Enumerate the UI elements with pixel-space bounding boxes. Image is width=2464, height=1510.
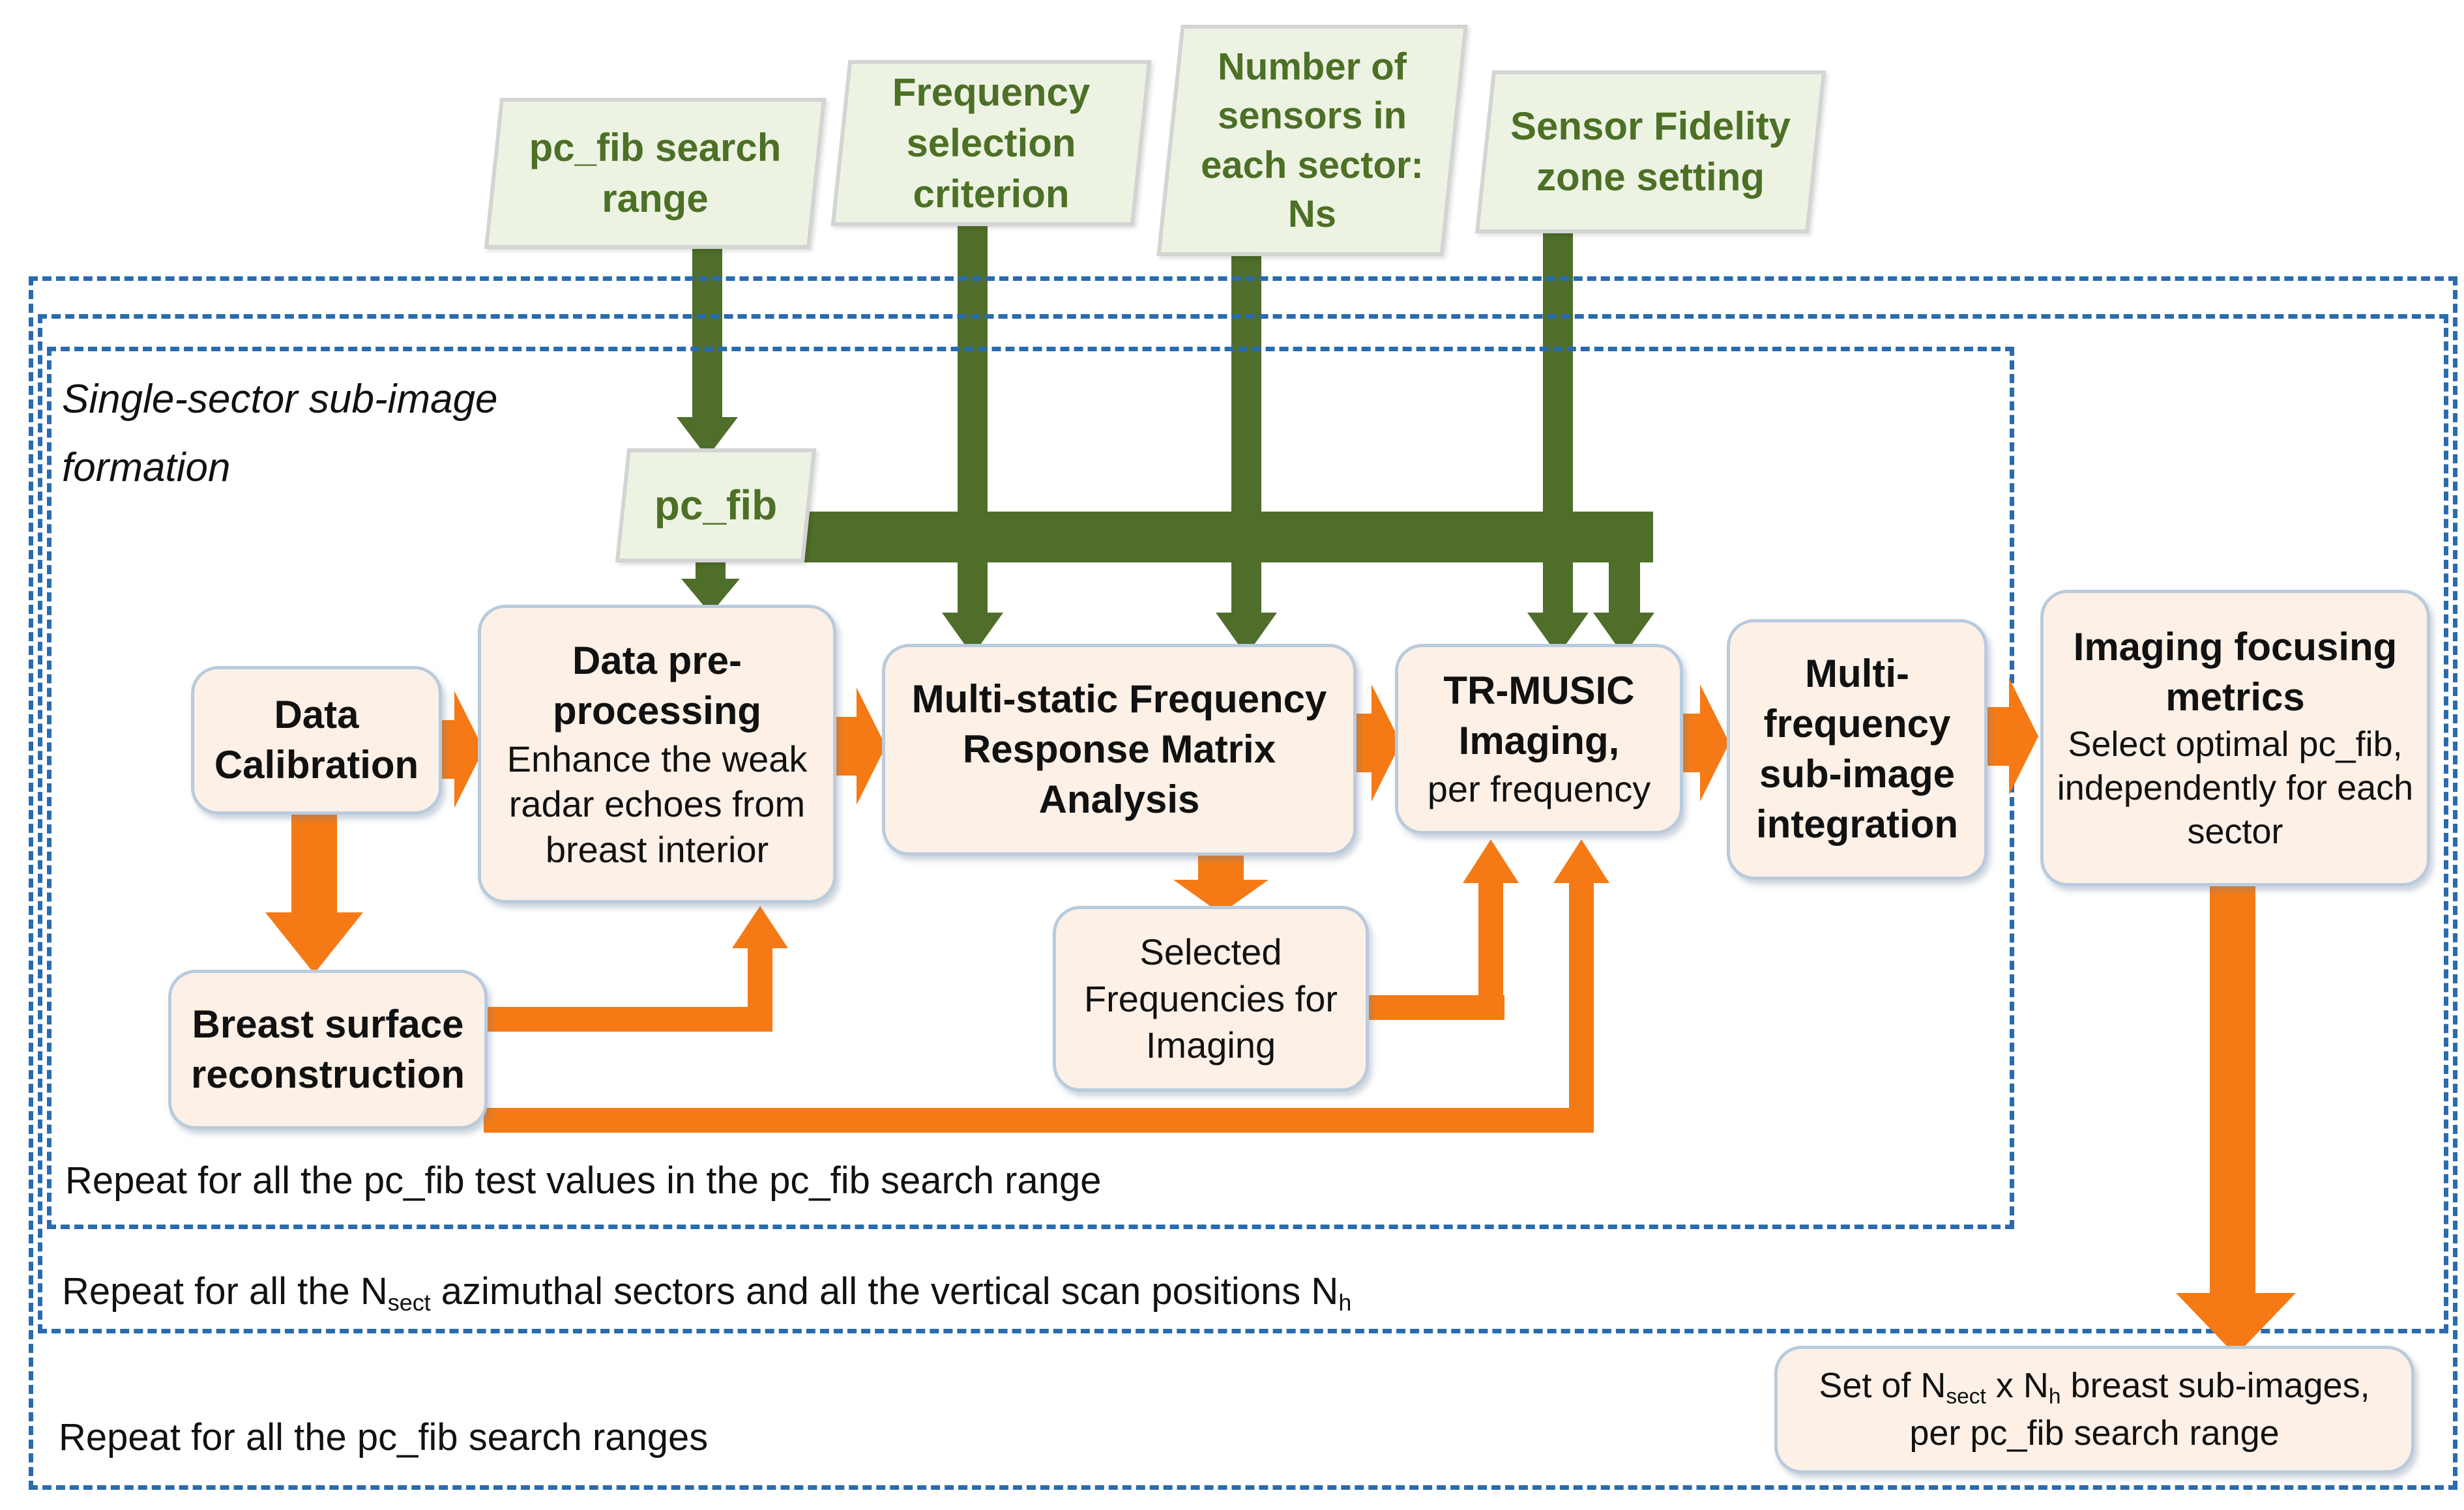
box-title: TR-MUSIC Imaging, xyxy=(1443,669,1635,763)
box-title: Imaging focusing metrics xyxy=(2073,625,2398,719)
box-title: Data Calibration xyxy=(214,693,419,787)
label-repeat-inner: Repeat for all the pc_fib test values in… xyxy=(65,1159,1102,1202)
repeat-box-outer xyxy=(29,276,2457,1490)
repeat-middle-mid: azimuthal sectors and all the vertical s… xyxy=(430,1270,1339,1313)
input-label: Sensor Fidelity zone setting xyxy=(1510,104,1791,199)
box-data-preprocessing: Data pre-processing Enhance the weak rad… xyxy=(478,605,836,903)
repeat-middle-sub-sect: sect xyxy=(387,1289,431,1316)
set-sub-sect: sect xyxy=(1946,1384,1986,1409)
box-breast-surface-reconstruction: Breast surface reconstruction xyxy=(168,970,488,1129)
box-imaging-focusing-metrics: Imaging focusing metrics Select optimal … xyxy=(2040,590,2430,886)
input-label: pc_fib xyxy=(654,481,778,529)
repeat-middle-pre: Repeat for all the N xyxy=(62,1270,388,1313)
label-single-sector: Single-sector sub-image formation xyxy=(62,377,498,491)
repeat-middle-sub-h: h xyxy=(1338,1289,1352,1316)
box-tr-music-imaging: TR-MUSIC Imaging, per frequency xyxy=(1395,644,1683,834)
box-subtitle: Select optimal pc_fib, independently for… xyxy=(2057,724,2414,851)
set-text-mid: x N xyxy=(1986,1365,2049,1405)
box-title: Multi-static Frequency Response Matrix A… xyxy=(911,677,1327,821)
box-title: Multi-frequency sub-image integration xyxy=(1756,652,1958,846)
input-sensor-fidelity-zone: Sensor Fidelity zone setting xyxy=(1474,70,1826,233)
input-label: pc_fib search range xyxy=(529,126,782,220)
label-repeat-middle: Repeat for all the Nsect azimuthal secto… xyxy=(62,1270,1351,1316)
box-subtitle: per frequency xyxy=(1427,768,1651,810)
set-text-pre: Set of N xyxy=(1819,1365,1946,1405)
box-data-calibration: Data Calibration xyxy=(191,666,442,815)
input-number-of-sensors: Number of sensors in each sector: Ns xyxy=(1156,25,1468,256)
input-pcfib-search-range: pc_fib search range xyxy=(484,98,827,249)
input-label: Number of sensors in each sector: Ns xyxy=(1201,45,1424,235)
box-title: Selected Frequencies for Imaging xyxy=(1083,931,1338,1066)
repeat-box-middle xyxy=(38,314,2448,1333)
box-set-of-subimages: Set of Nsect x Nh breast sub-images, per… xyxy=(1774,1346,2414,1474)
label-repeat-outer: Repeat for all the pc_fib search ranges xyxy=(59,1416,709,1459)
box-multi-frequency-integration: Multi-frequency sub-image integration xyxy=(1727,619,1987,880)
box-title: Data pre-processing xyxy=(552,639,762,733)
input-label: Frequency selection criterion xyxy=(892,70,1091,216)
set-line1: Set of Nsect x Nh breast sub-images, xyxy=(1819,1363,2369,1411)
set-line2: per pc_fib search range xyxy=(1909,1414,2280,1453)
set-text-post: breast sub-images, xyxy=(2061,1365,2370,1405)
box-title: Breast surface reconstruction xyxy=(190,1002,465,1096)
box-multistatic-analysis: Multi-static Frequency Response Matrix A… xyxy=(882,644,1357,856)
input-frequency-selection-criterion: Frequency selection criterion xyxy=(830,60,1152,226)
shape-pcfib: pc_fib xyxy=(615,448,817,562)
box-subtitle: Enhance the weak radar echoes from breas… xyxy=(506,738,808,870)
box-selected-frequencies: Selected Frequencies for Imaging xyxy=(1053,906,1369,1092)
set-sub-h: h xyxy=(2048,1384,2061,1409)
